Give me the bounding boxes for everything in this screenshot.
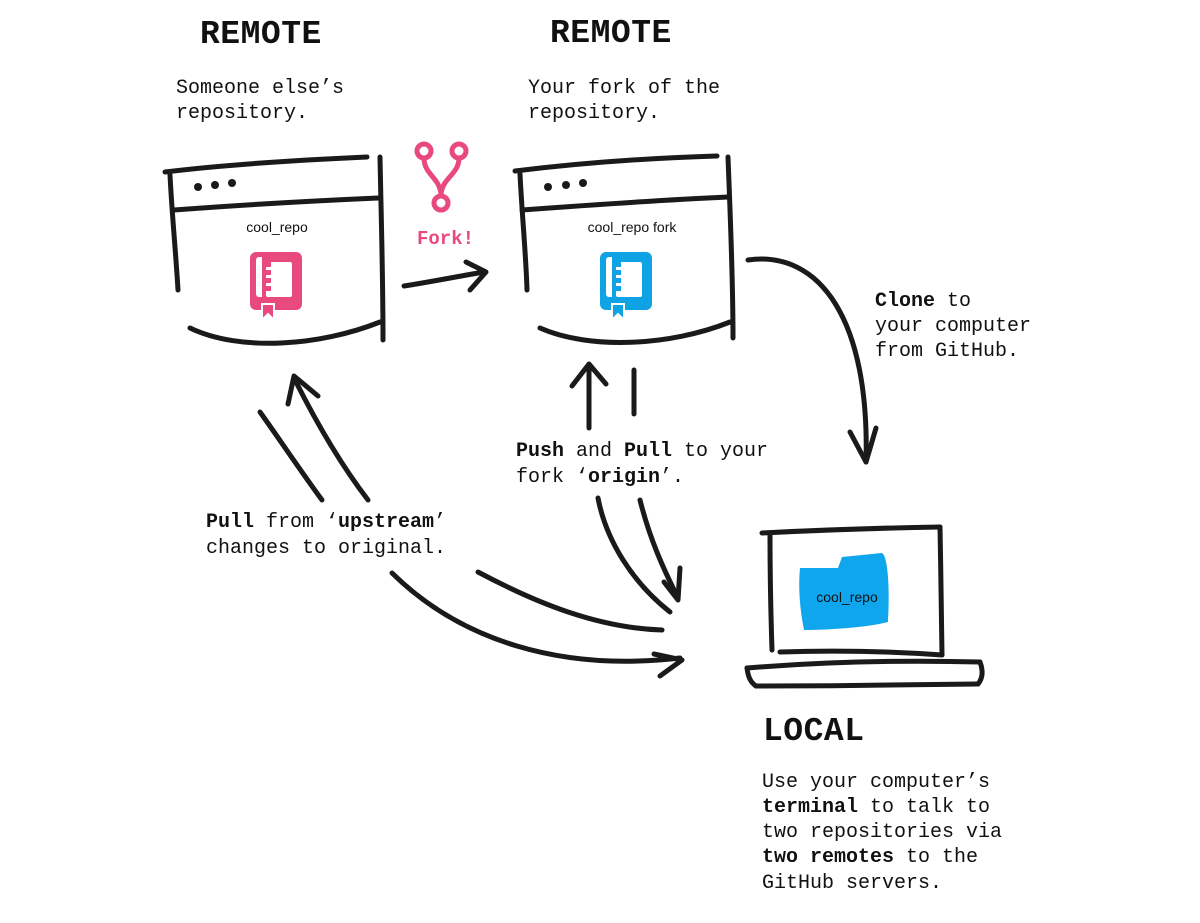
- upstream-pull-bold: Pull: [206, 511, 255, 534]
- two-remotes-bold: two remotes: [762, 846, 895, 869]
- fork-arrow: [401, 259, 489, 293]
- right-remote-desc-line2: repository.: [528, 102, 661, 125]
- local-line3: two repositories via: [762, 821, 1003, 844]
- local-folder-label: cool_repo: [816, 589, 878, 605]
- upstream-line1: Pull from ‘upstream’: [204, 510, 449, 535]
- left-repo-label: cool_repo: [246, 219, 308, 235]
- pull-bold: Pull: [624, 440, 673, 463]
- clone-arrow: [745, 256, 879, 465]
- upstream-bold: upstream: [338, 511, 435, 534]
- right-remote-window: [512, 153, 736, 345]
- push-pull-mid: and: [564, 440, 625, 463]
- clone-line1-rest: to: [935, 290, 972, 313]
- terminal-bold: terminal: [762, 796, 859, 819]
- clone-bold: Clone: [875, 290, 936, 313]
- upstream-mid: from ‘: [254, 511, 339, 534]
- push-pull-rest1: to your: [672, 440, 769, 463]
- push-pull-line2-pre: fork ‘: [516, 466, 589, 489]
- local-line5: GitHub servers.: [762, 872, 943, 895]
- local-folder-icon: [799, 553, 889, 630]
- upstream-post: ’: [434, 511, 447, 534]
- push-pull-line1: Push and Pull to your: [516, 439, 768, 464]
- local-line4: two remotes to the: [762, 845, 978, 870]
- clone-text-line2: your computer: [875, 315, 1032, 338]
- laptop: [744, 524, 985, 689]
- origin-bold: origin: [588, 466, 661, 489]
- right-remote-title: REMOTE: [550, 15, 672, 52]
- local-line4-rest: to the: [894, 846, 979, 869]
- clone-text-line3: from GitHub.: [875, 340, 1020, 363]
- fork-icon: [414, 141, 469, 213]
- left-repo-book-icon: [250, 252, 302, 323]
- right-repo-book-icon: [600, 252, 652, 323]
- fork-label: Fork!: [417, 228, 475, 250]
- right-remote-desc-line1: Your fork of the: [528, 77, 721, 100]
- push-pull-line2-post: ’.: [660, 466, 685, 489]
- right-repo-label: cool_repo fork: [587, 219, 677, 235]
- local-line2-rest: to talk to: [858, 796, 991, 819]
- left-remote-title: REMOTE: [200, 16, 322, 53]
- push-pull-line2: fork ‘origin’.: [516, 465, 684, 490]
- left-remote-window: [162, 154, 386, 346]
- left-remote-desc-line2: repository.: [176, 102, 309, 125]
- push-pull-arrows: [569, 361, 683, 615]
- local-line1: Use your computer’s: [762, 771, 991, 794]
- upstream-line2: changes to original.: [204, 536, 449, 561]
- local-title: LOCAL: [763, 713, 865, 750]
- upstream-arrows: [257, 373, 685, 679]
- left-remote-desc-line1: Someone else’s: [176, 77, 345, 100]
- clone-text-line1: Clone to: [875, 289, 971, 314]
- local-line2: terminal to talk to: [762, 795, 990, 820]
- push-bold: Push: [516, 440, 565, 463]
